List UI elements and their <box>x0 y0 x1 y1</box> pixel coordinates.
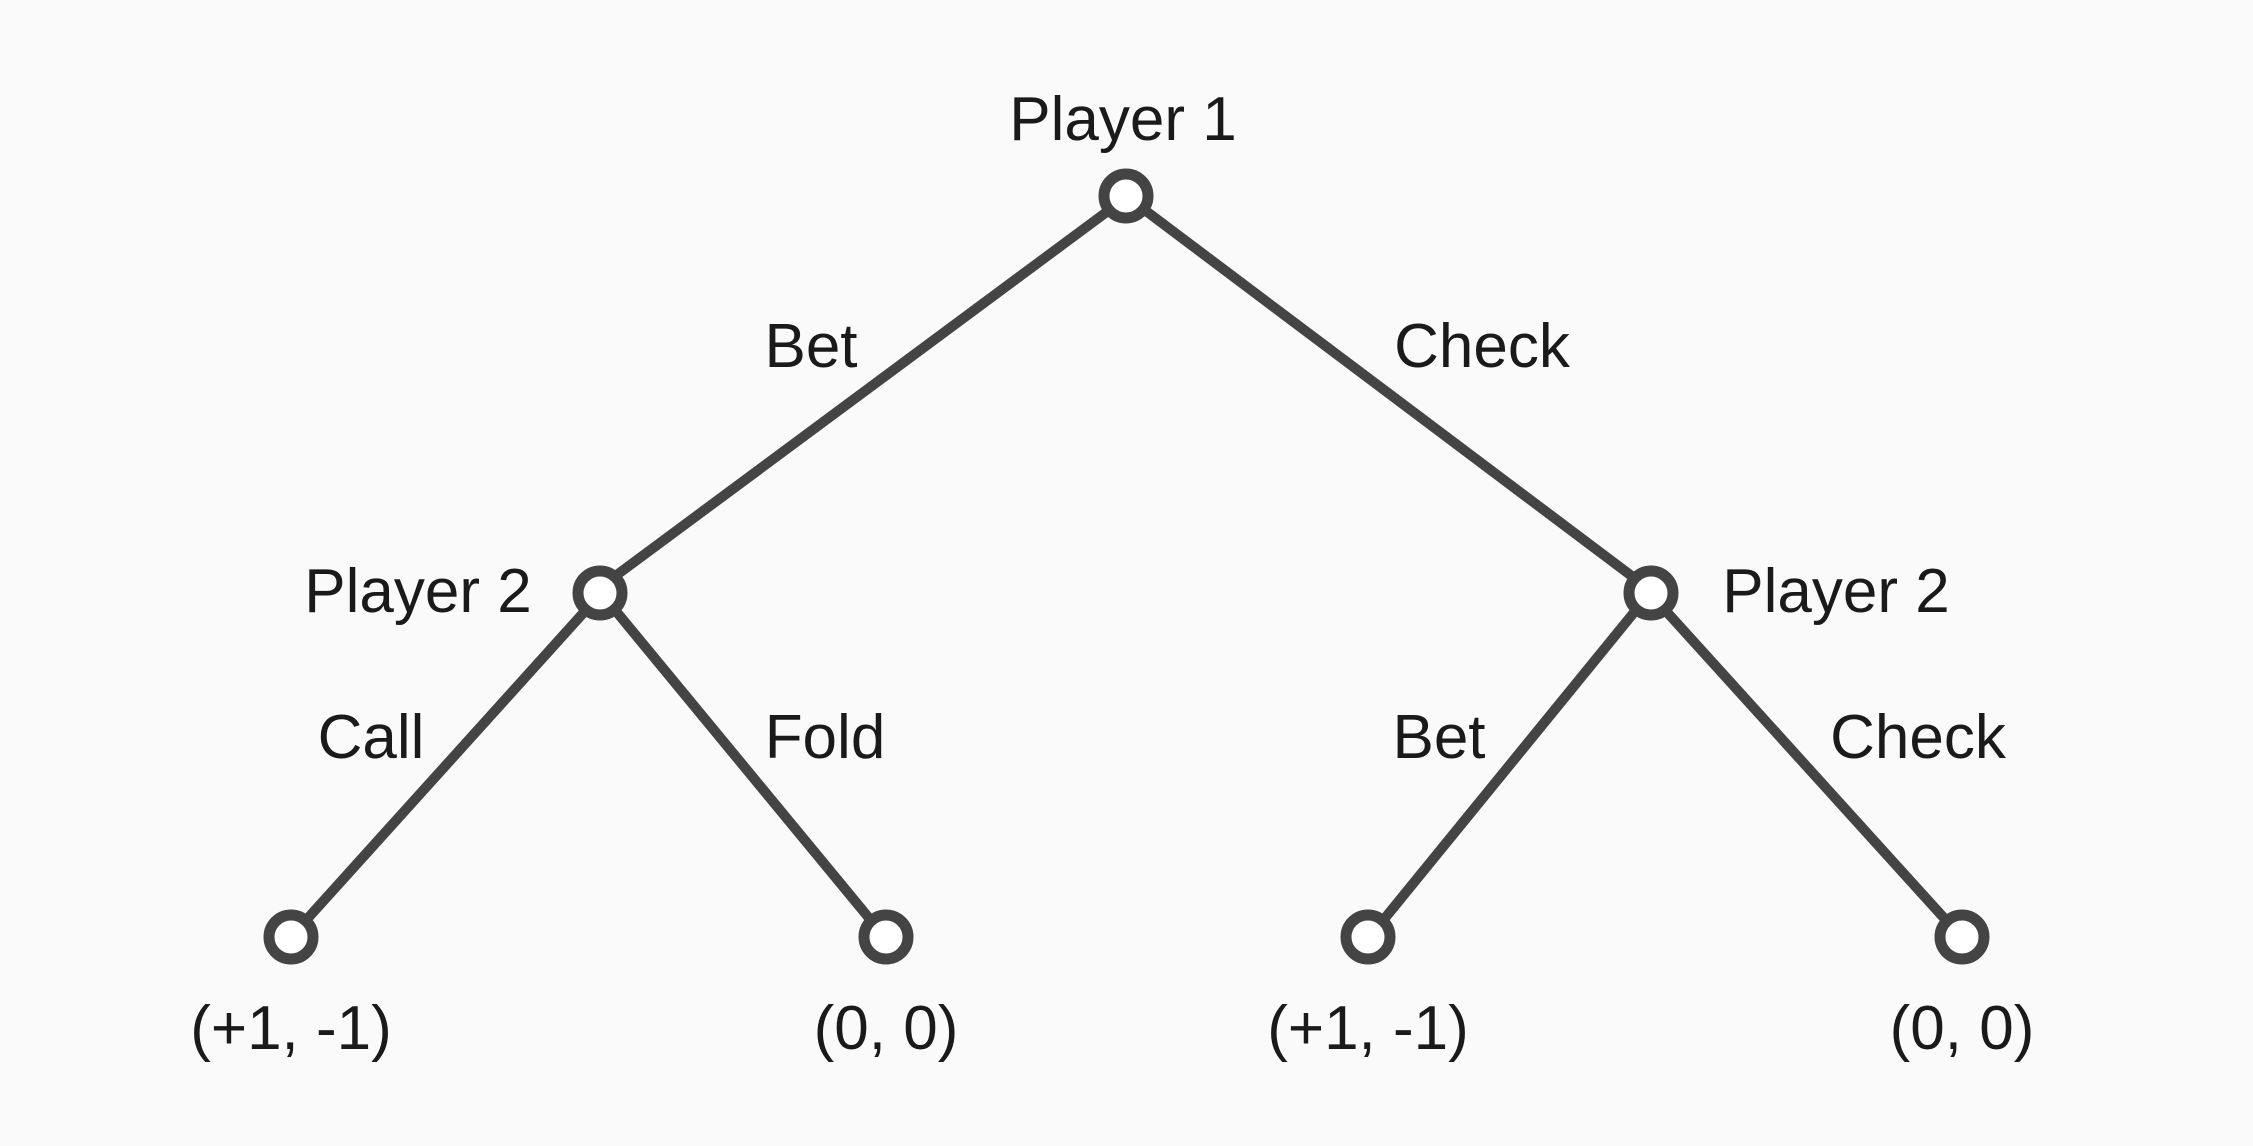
terminal-node-right-left <box>1340 909 1396 965</box>
edge-right-check <box>1660 605 1949 923</box>
node-player2-left <box>572 565 628 621</box>
edge-right-bet <box>1380 605 1641 923</box>
terminal-node-left-left <box>263 909 319 965</box>
edge-label-right-bet: Bet <box>1392 703 1485 772</box>
payoff-right-left: (+1, -1) <box>1267 994 1469 1063</box>
edge-label-left-call: Call <box>318 703 425 772</box>
edge-root-bet <box>609 203 1117 582</box>
payoff-right-right: (0, 0) <box>1890 994 2035 1063</box>
payoff-left-right: (0, 0) <box>814 994 959 1063</box>
edge-label-root-bet: Bet <box>764 312 857 381</box>
tree-edges <box>303 203 1949 923</box>
root-player-label: Player 1 <box>1009 85 1236 154</box>
terminal-node-left-right <box>858 909 914 965</box>
node-player1-root <box>1098 168 1154 224</box>
left-player-label: Player 2 <box>304 557 531 626</box>
edge-label-right-check: Check <box>1830 703 2007 772</box>
edge-root-check <box>1137 203 1638 582</box>
right-player-label: Player 2 <box>1722 557 1949 626</box>
tree-nodes <box>263 168 1990 965</box>
edge-left-fold <box>610 605 874 923</box>
edge-label-left-fold: Fold <box>765 703 886 772</box>
node-player2-right <box>1623 565 1679 621</box>
terminal-node-right-right <box>1934 909 1990 965</box>
payoff-left-left: (+1, -1) <box>190 994 392 1063</box>
edge-left-call <box>303 605 591 923</box>
edge-label-root-check: Check <box>1394 312 1571 381</box>
